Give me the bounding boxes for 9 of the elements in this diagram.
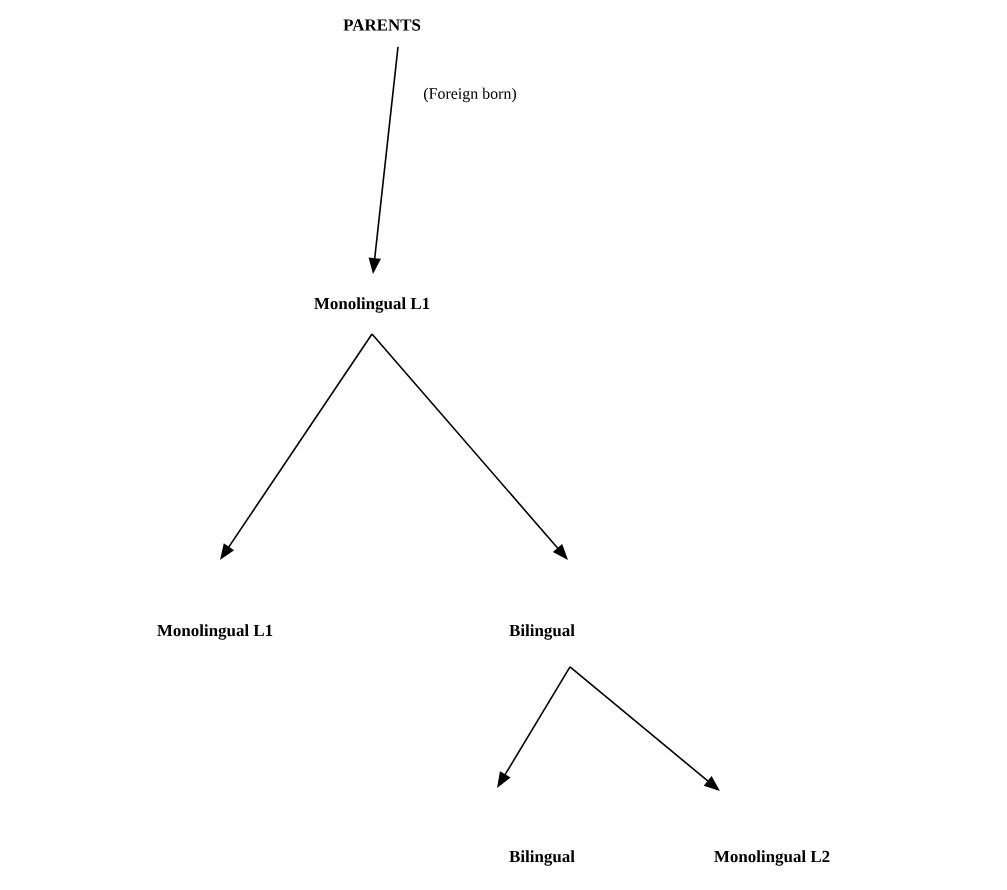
node-label: Monolingual L1: [157, 624, 273, 640]
node-label: Monolingual L1: [314, 297, 430, 313]
node-label: Bilingual: [509, 850, 575, 866]
node-label: PARENTS: [343, 19, 421, 31]
arrow: [371, 333, 568, 560]
arrow: [569, 666, 720, 791]
annotation-text: (Foreign born): [424, 87, 516, 103]
node-label: Bilingual: [509, 624, 575, 640]
node-label: Monolingual L2: [714, 850, 830, 866]
